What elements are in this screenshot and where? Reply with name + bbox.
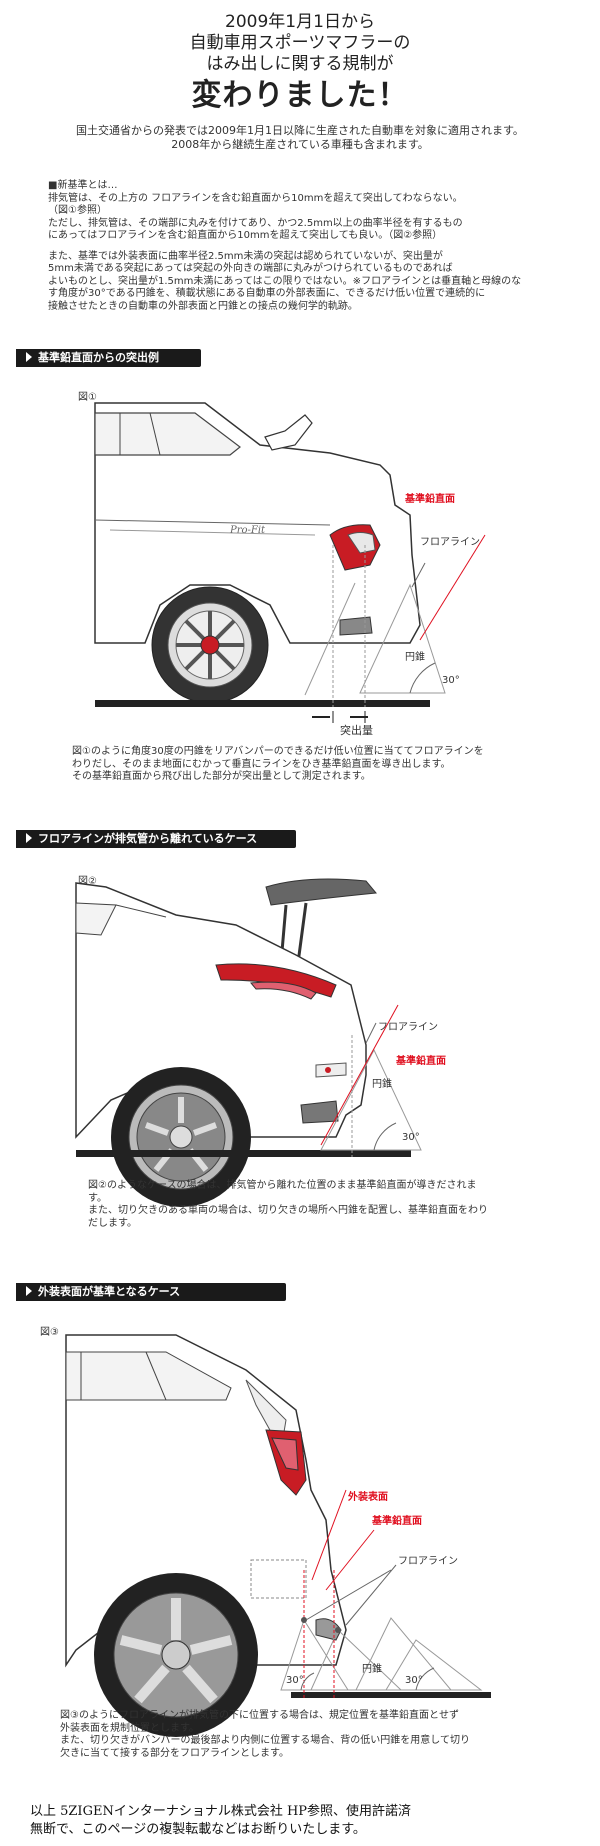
figure-2-floor-label: フロアライン — [378, 1022, 438, 1033]
figure-1-floor-label: フロアライン — [420, 537, 480, 548]
section-3-header: 外装表面が基準となるケース — [16, 1283, 286, 1301]
figure-1-protrusion-label: 突出量 — [340, 724, 373, 737]
figure-3-angle-left-label: 30° — [286, 1675, 304, 1686]
figure-3-car-diagram — [65, 1334, 491, 1737]
figure-2-angle-label: 30° — [402, 1132, 420, 1143]
figure-3-angle-right-label: 30° — [405, 1675, 423, 1686]
figure-1-label: 図① — [78, 392, 97, 403]
figure-3-floor-label: フロアライン — [398, 1556, 458, 1567]
figure-2-label: 図② — [78, 876, 97, 887]
figure-1-cone-label: 円錐 — [405, 652, 425, 663]
figure-1-angle-label: 30° — [442, 675, 460, 686]
figure-1-caption: 図①のように角度30度の円錐をリアバンパーのできるだけ低い位置に当ててフロアライ… — [72, 746, 484, 782]
figure-1-car-diagram: Pro-Fit — [94, 402, 486, 723]
title-line-2: 自動車用スポーツマフラーの — [189, 33, 411, 53]
figure-3-caption: 図③のようにフロアラインが排気管の下に位置する場合は、規定位置を基準鉛直面とせず… — [60, 1710, 470, 1759]
headline: 変わりました！ — [191, 78, 409, 113]
figure-2-caption: 図②のようなケースの場合は、排気管から離れた位置のまま基準鉛直面が導きだされま … — [88, 1180, 488, 1229]
footer-line-2: 無断で、このページの複製転載などはお断りいたします。 — [30, 1822, 366, 1837]
figure-2-car-diagram — [75, 878, 422, 1207]
figure-3-plane-label: 基準鉛直面 — [372, 1516, 422, 1527]
figure-3-cone-label: 円錐 — [362, 1664, 382, 1675]
svg-text:Pro-Fit: Pro-Fit — [229, 525, 266, 536]
section-2-header: フロアラインが排気管から離れているケース — [16, 830, 296, 848]
figure-2-plane-label: 基準鉛直面 — [396, 1056, 446, 1067]
intro-text: ■新基準とは… 排気管は、その上方の フロアラインを含む鉛直面から10mmを超え… — [48, 180, 522, 312]
figure-2-cone-label: 円錐 — [372, 1079, 392, 1090]
figure-3-label: 図③ — [40, 1327, 59, 1338]
subtitle-1: 国土交通省からの発表では2009年1月1日以降に生産された自動車を対象に適用され… — [76, 124, 524, 137]
figure-1-plane-label: 基準鉛直面 — [405, 494, 455, 505]
figure-3-surface-label: 外装表面 — [348, 1492, 388, 1503]
footer-line-1: 以上 5ZIGENインターナショナル株式会社 HP参照、使用許諾済 — [30, 1804, 412, 1819]
section-1-header: 基準鉛直面からの突出例 — [16, 349, 201, 367]
title-line-1: 2009年1月1日から — [225, 12, 375, 32]
title-line-3: はみ出しに関する規制が — [206, 54, 394, 74]
subtitle-2: 2008年から継続生産されている車種も含まれます。 — [171, 138, 429, 151]
